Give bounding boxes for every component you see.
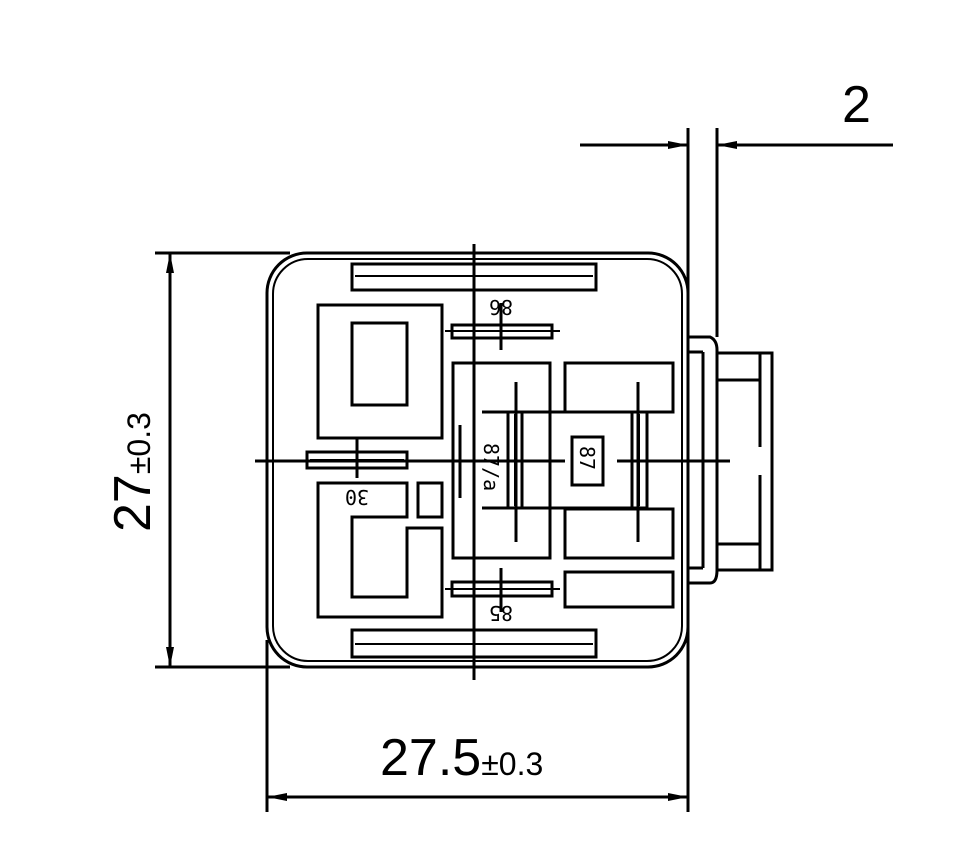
pin-label-85: 85 xyxy=(489,601,513,625)
pin-30: 30 xyxy=(305,438,409,509)
dimension-top-gap-value: 2 xyxy=(842,76,871,134)
pin-label-86: 86 xyxy=(489,295,513,319)
upper-left-block xyxy=(316,303,444,440)
dimension-width-tolerance: ±0.3 xyxy=(481,746,543,782)
dimension-height: 27±0.3 xyxy=(104,251,290,669)
pin-label-87: 87 xyxy=(575,446,599,470)
dimension-height-tolerance: ±0.3 xyxy=(121,412,157,474)
svg-text:27±0.3: 27±0.3 xyxy=(104,412,162,532)
pin-85: 85 xyxy=(445,568,560,625)
svg-text:27.5±0.3: 27.5±0.3 xyxy=(380,729,543,787)
dimension-height-value: 27 xyxy=(104,474,162,532)
pin-86: 86 xyxy=(445,295,560,350)
pin-label-87a: 87/a xyxy=(479,443,503,491)
dimension-width-value: 27.5 xyxy=(380,729,481,787)
pin-87: 87 xyxy=(482,361,675,560)
pin-label-30: 30 xyxy=(345,485,369,509)
lower-left-block xyxy=(316,481,444,619)
side-connector xyxy=(688,335,774,585)
dimension-top-gap: 2 xyxy=(580,76,893,337)
lower-right-block xyxy=(563,570,675,609)
dimension-width: 27.5±0.3 xyxy=(265,583,690,812)
